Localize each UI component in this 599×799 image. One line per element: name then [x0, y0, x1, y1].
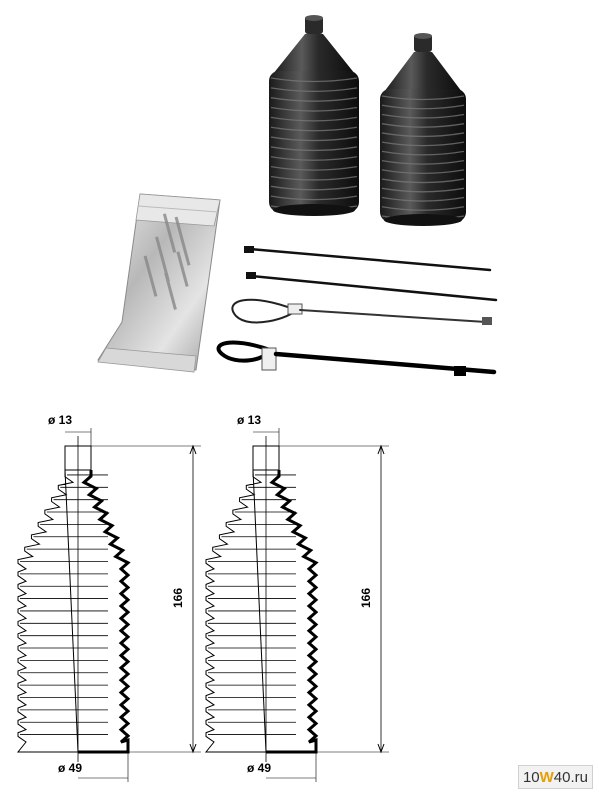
bottom-diameter-label: ø 49: [247, 761, 271, 775]
cable-ties: [216, 246, 498, 376]
boot-drawing-right: ø 13 ø 49 166: [204, 413, 389, 782]
top-diameter-label: ø 13: [48, 413, 72, 427]
grease-sachet: [97, 193, 221, 373]
steering-boot-photo: [269, 15, 359, 216]
boots-photo: [269, 15, 466, 226]
steering-boot-photo: [380, 33, 466, 226]
length-label: 166: [359, 588, 373, 608]
boot-drawing-left: ø 13 ø 49 166: [16, 413, 201, 782]
bottom-diameter-label: ø 49: [58, 761, 82, 775]
top-diameter-label: ø 13: [237, 413, 261, 427]
length-label: 166: [171, 588, 185, 608]
